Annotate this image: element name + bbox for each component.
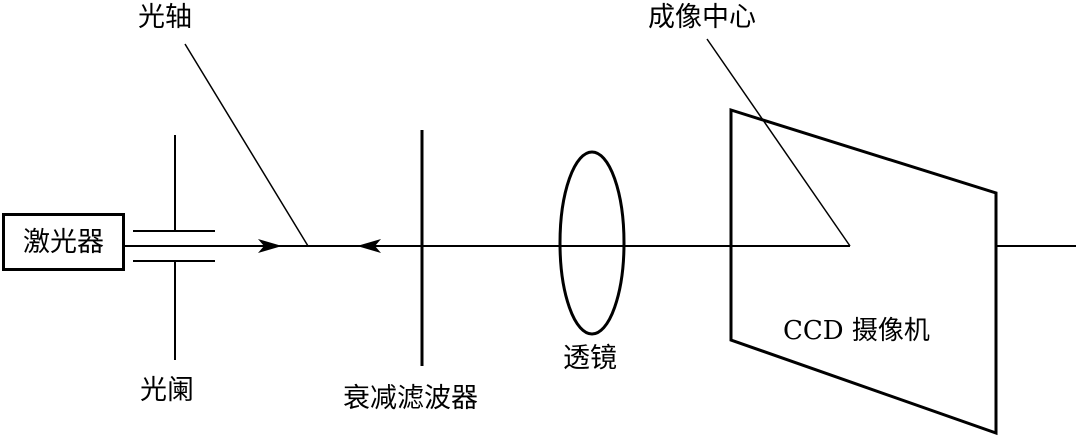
ccd-camera-shape <box>729 107 998 436</box>
optical-axis-label: 光轴 <box>138 2 192 33</box>
attenuation-filter-label: 衰减滤波器 <box>343 383 478 414</box>
imaging-center-leader <box>706 38 851 247</box>
ccd-camera-label: CCD 摄像机 <box>783 316 930 346</box>
aperture-label: 光阑 <box>140 375 194 406</box>
optical-axis-leader <box>184 43 309 247</box>
laser-box: 激光器 <box>2 213 125 271</box>
lens-shape <box>558 150 626 336</box>
lens-label: 透镜 <box>563 343 617 374</box>
beam-arrow-backward <box>357 239 381 253</box>
imaging-center-label: 成像中心 <box>648 2 756 33</box>
laser-label: 激光器 <box>23 226 104 258</box>
beam-arrow-forward <box>258 239 282 253</box>
